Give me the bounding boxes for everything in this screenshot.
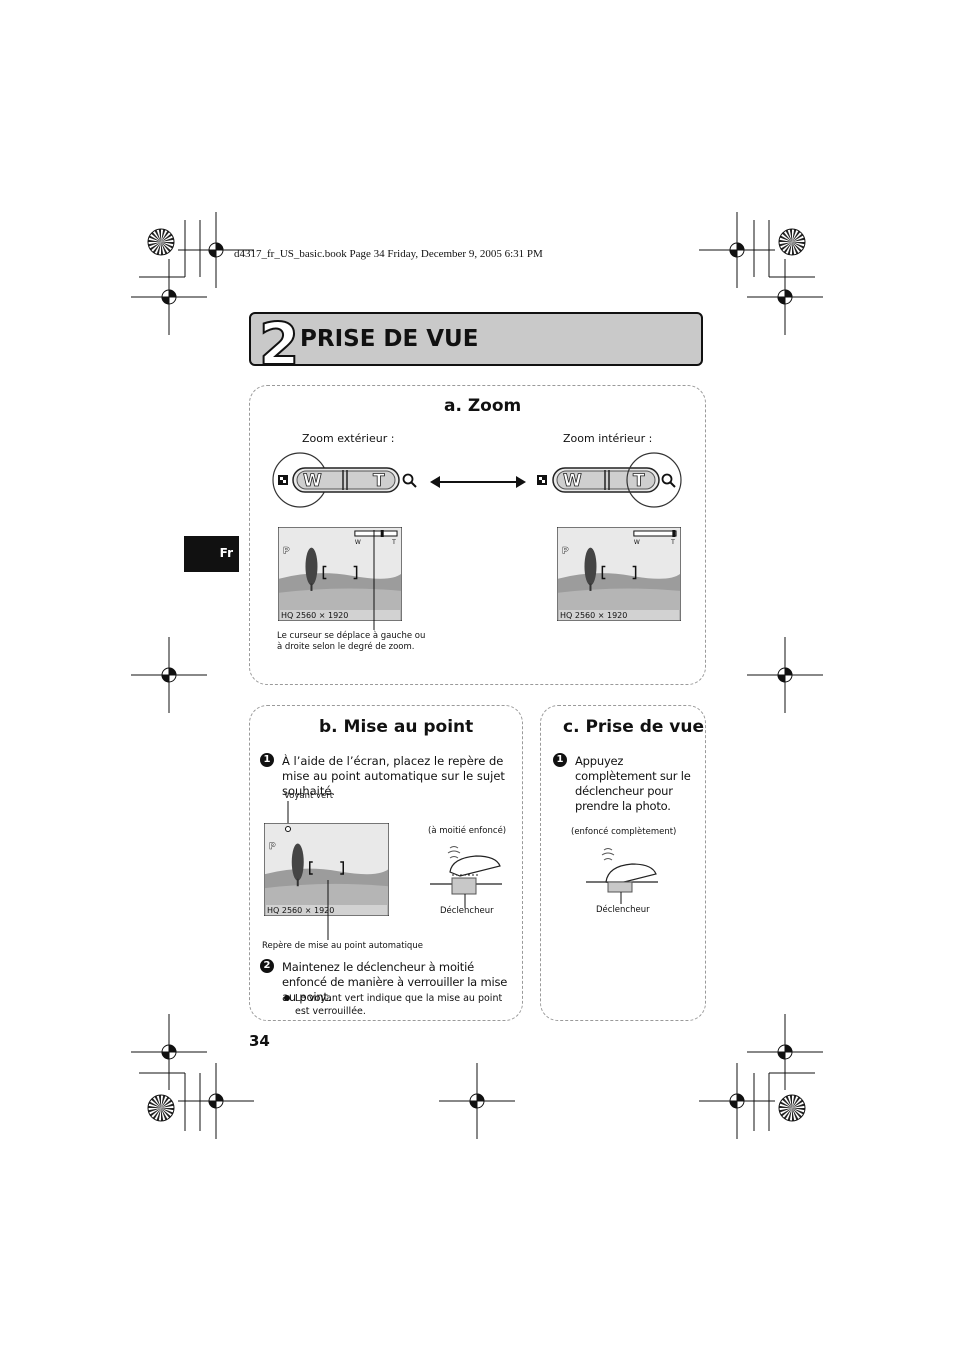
green-light-indicator	[285, 826, 291, 832]
lcd-screen-wide: P HQ 2560 × 1920 W T	[277, 526, 403, 622]
lcd-info-text: HQ 2560 × 1920	[281, 611, 348, 620]
chapter-number: 2	[258, 309, 300, 379]
af-mark-label: Repère de mise au point automatique	[262, 941, 423, 951]
zoom-lever-out: W T	[272, 452, 417, 508]
zoom-cursor	[672, 530, 676, 537]
finger-full-press-illustration	[586, 848, 658, 904]
registration-target-fill	[161, 1044, 177, 1060]
zoom-bar-w: W	[355, 539, 361, 546]
zoom-out-label: Zoom extérieur :	[302, 432, 395, 445]
step-number-badge: 1	[553, 753, 567, 767]
zoom-in-label: Zoom intérieur :	[563, 432, 653, 445]
shutter-label: Déclencheur	[440, 906, 494, 916]
half-press-label: (à moitié enfoncé)	[428, 826, 507, 836]
focus-step1-text: À l’aide de l’écran, placez le repère de…	[282, 754, 505, 798]
registration-target-fill	[777, 667, 793, 683]
lcd-image: P HQ 2560 × 1920 W T	[556, 526, 682, 622]
lcd-info-text: HQ 2560 × 1920	[267, 906, 334, 915]
registration-target-fill	[208, 1093, 224, 1109]
shoot-step1-text: Appuyez complètement sur le déclencheur …	[575, 754, 691, 813]
focus-bullet-text: Le voyant vert indique que la mise au po…	[295, 993, 503, 1017]
shoot-panel	[540, 705, 706, 1021]
mode-p-icon: P	[283, 546, 290, 556]
lever-w-label: W	[303, 471, 322, 491]
registration-target-fill	[729, 242, 745, 258]
double-arrow-icon	[430, 476, 526, 488]
registration-target-fill	[777, 1044, 793, 1060]
star-target	[778, 228, 806, 256]
lever-w-label: W	[563, 471, 582, 491]
cursor-leader-line	[373, 530, 375, 630]
language-tab-label: Fr	[219, 546, 233, 560]
chapter-title: PRISE DE VUE	[300, 326, 479, 352]
registration-target-fill	[729, 1093, 745, 1109]
zoom-cursor	[380, 530, 384, 537]
green-light-label: Voyant vert	[284, 791, 334, 801]
lcd-info-text: HQ 2560 × 1920	[560, 611, 627, 620]
zoom-panel	[249, 385, 706, 685]
zoom-title: a. Zoom	[444, 396, 522, 416]
step-number-badge: 2	[260, 959, 274, 973]
lcd-screen-tele: P HQ 2560 × 1920 W T	[556, 526, 682, 622]
registration-target-fill	[777, 289, 793, 305]
lever-t-label: T	[373, 471, 385, 491]
lcd-image: P HQ 2560 × 1920 W T	[277, 526, 403, 622]
full-press-label: (enfoncé complètement)	[571, 827, 677, 837]
focus-title: b. Mise au point	[319, 717, 474, 737]
finger-half-press-illustration	[430, 846, 502, 908]
zoom-lever-in: W T	[537, 452, 682, 508]
shoot-title: c. Prise de vue	[563, 717, 705, 737]
language-tab: Fr	[184, 536, 239, 572]
registration-target-fill	[161, 289, 177, 305]
lcd-screen-focus: P HQ 2560 × 1920	[263, 822, 390, 917]
focus-step2-text: Maintenez le déclencheur à moitié enfonc…	[282, 960, 508, 1004]
af-mark-leader	[327, 880, 329, 940]
star-target	[147, 1094, 175, 1122]
file-header-line: d4317_fr_US_basic.book Page 34 Friday, D…	[234, 248, 543, 260]
registration-target-fill	[469, 1093, 485, 1109]
chapter-banner: 2 PRISE DE VUE	[249, 309, 703, 379]
step-number-badge: 1	[260, 753, 274, 767]
focus-panel	[249, 705, 523, 1021]
zoom-bar-t: T	[670, 539, 675, 546]
mode-p-icon: P	[562, 546, 569, 556]
lever-t-label: T	[633, 471, 645, 491]
cursor-caption: Le curseur se déplace à gauche ou à droi…	[277, 631, 426, 652]
zoom-bar-w: W	[634, 539, 640, 546]
shutter-label: Déclencheur	[596, 905, 650, 915]
bullet-dot	[284, 995, 290, 1001]
registration-target-fill	[208, 242, 224, 258]
page-number: 34	[249, 1032, 270, 1050]
mode-p-icon: P	[269, 842, 276, 852]
star-target	[147, 228, 175, 256]
zoom-bar-t: T	[391, 539, 396, 546]
registration-target-fill	[161, 667, 177, 683]
green-light-leader	[287, 801, 289, 825]
star-target	[778, 1094, 806, 1122]
